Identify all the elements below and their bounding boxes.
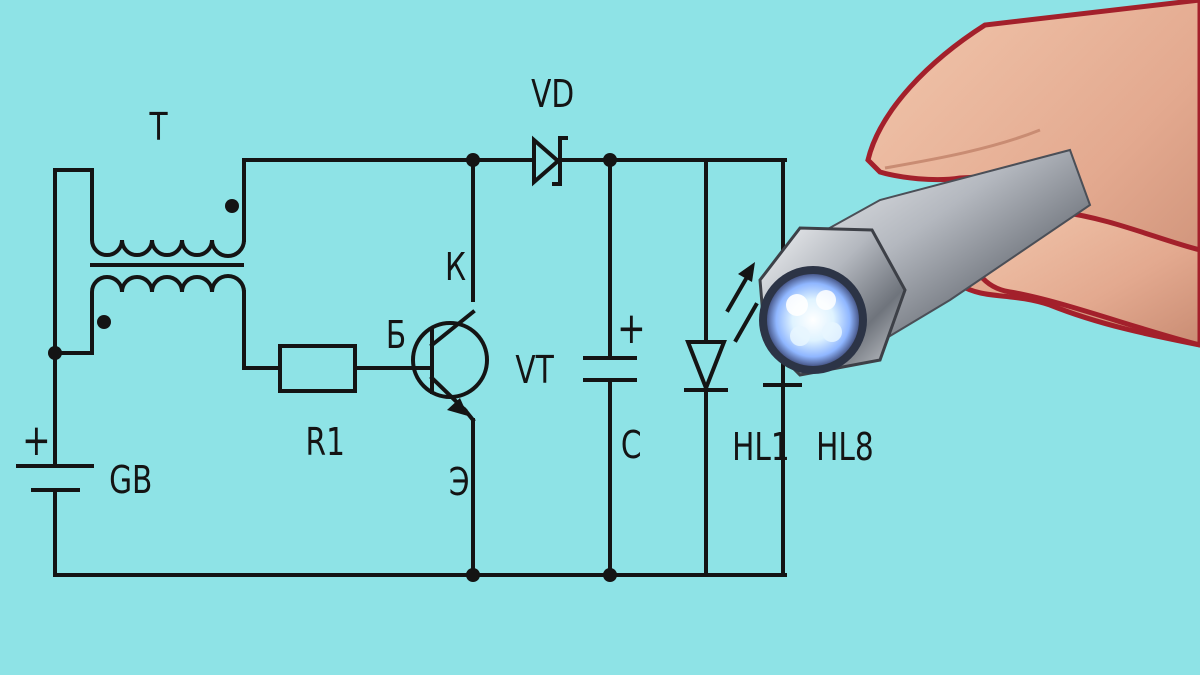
winding-start-dot [97, 315, 111, 329]
led-triangle [685, 340, 727, 394]
junction-dot [48, 346, 62, 360]
transformer-lower-winding [90, 274, 247, 327]
label-battery-plus: + [22, 415, 51, 466]
battery-top-wire [53, 168, 92, 437]
lower-winding-resistor-wire [242, 290, 282, 370]
led-glow [767, 274, 859, 366]
transformer-symbol [90, 168, 247, 329]
label-led-first: HL1 [732, 425, 790, 470]
transistor-collector-lead [429, 309, 476, 348]
label-resistor: R1 [306, 420, 345, 465]
component-labels: T VD К Б Э VT R1 GB + C + HL1 HL8 [22, 72, 874, 505]
diode-triangle [532, 135, 562, 187]
label-transistor: VT [515, 348, 554, 393]
emitter-arrow [447, 398, 468, 416]
diode-vd [532, 135, 568, 187]
label-transformer: T [149, 105, 168, 150]
label-emitter: Э [449, 460, 470, 505]
junction-dot [603, 568, 617, 582]
label-capacitor: C [621, 423, 642, 468]
battery-symbol [16, 433, 94, 492]
label-led-last: HL8 [816, 425, 874, 470]
flashlight-in-hand-icon [758, 0, 1200, 377]
label-diode: VD [531, 72, 574, 117]
transistor-vt [410, 309, 489, 423]
junction-dot [466, 568, 480, 582]
led-hl1 [684, 262, 759, 394]
capacitor-c [583, 356, 637, 382]
junction-dots [48, 153, 617, 582]
label-base: Б [386, 313, 406, 358]
transistor-body [411, 321, 489, 399]
winding-start-dot [225, 199, 239, 213]
resistor-r1 [278, 344, 357, 393]
led-light-arrow [733, 302, 759, 343]
label-battery: GB [109, 458, 152, 503]
label-capacitor-plus: + [617, 303, 646, 354]
label-collector: К [445, 245, 466, 290]
junction-dot [603, 153, 617, 167]
junction-dot [466, 153, 480, 167]
lower-winding-feed-wire [53, 323, 94, 355]
transformer-upper-winding [90, 168, 247, 258]
